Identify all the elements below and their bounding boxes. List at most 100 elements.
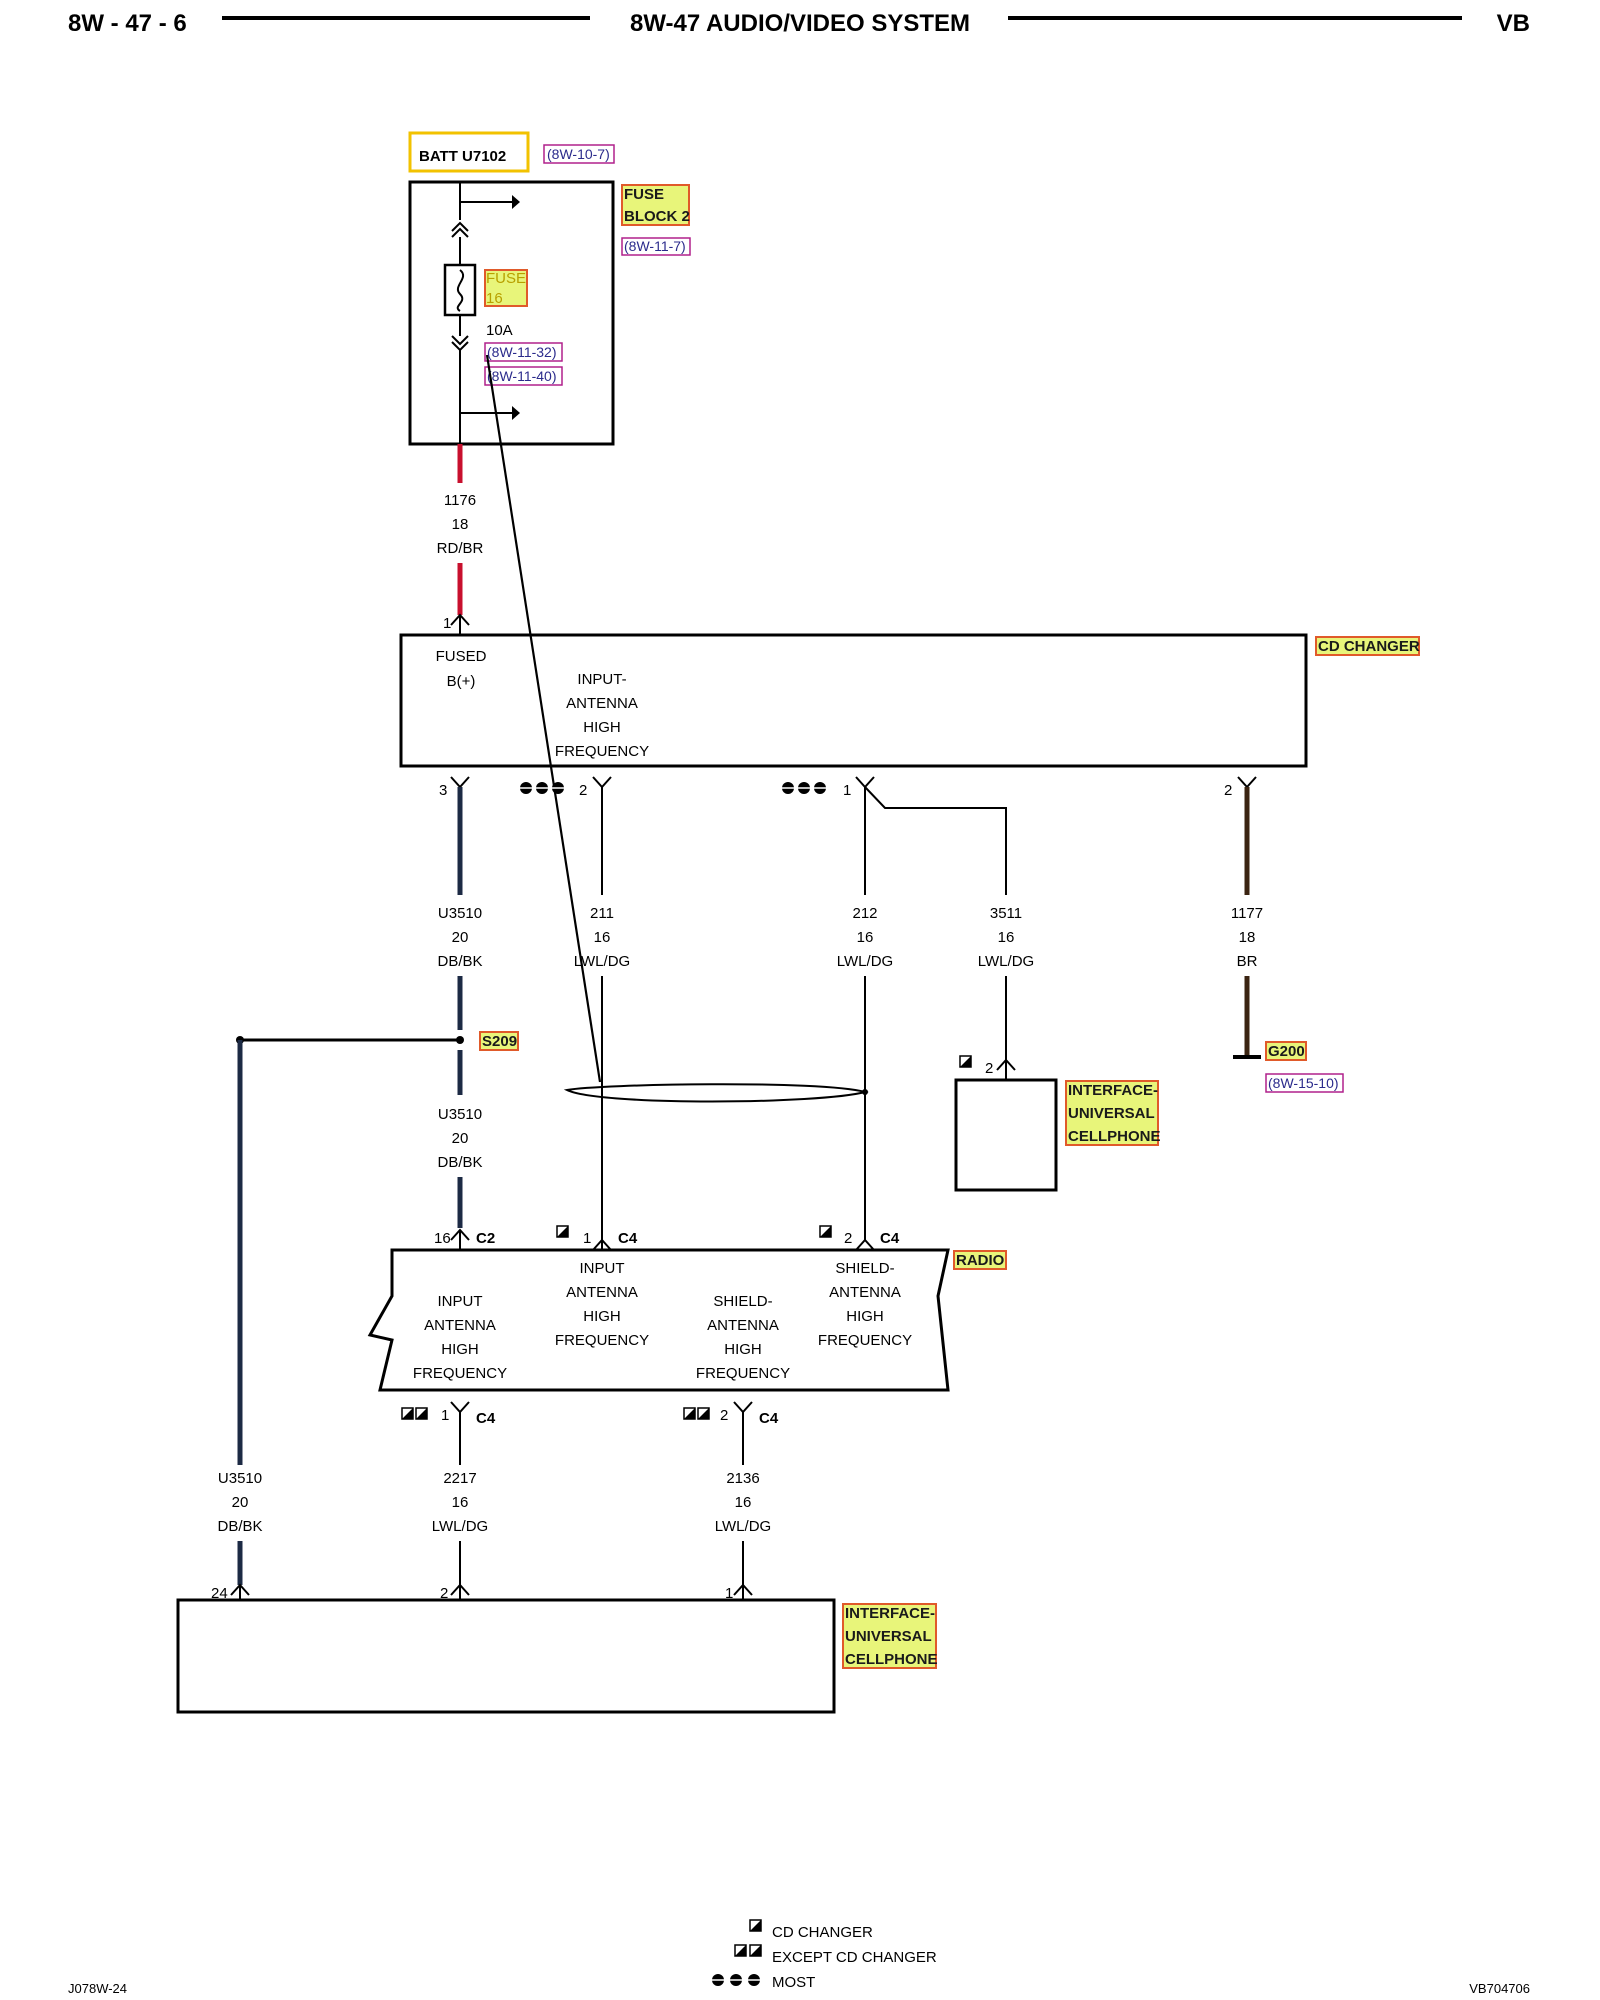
radio-col2-line4: FREQUENCY	[555, 1332, 649, 1349]
iface-big-label-box	[842, 1603, 937, 1669]
radio-bot-c4-connector-1	[450, 1401, 470, 1414]
fuse-block-ref-link[interactable]: (8W-11-7)	[624, 238, 686, 254]
radio-col3-line1: SHIELD-	[713, 1293, 772, 1310]
batt-ref-link[interactable]: (8W-10-7)	[547, 146, 610, 162]
fuse-ref1-link[interactable]: (8W-11-32)	[487, 344, 557, 360]
radio-col2-line2: ANTENNA	[566, 1284, 638, 1301]
wire-2217-color: LWL/DG	[432, 1518, 488, 1535]
ground-ref-link[interactable]: (8W-15-10)	[1268, 1075, 1339, 1091]
radio-conn-c4b: C4	[880, 1230, 900, 1247]
wire-211-gauge: 16	[594, 929, 611, 946]
radio-col1-line4: FREQUENCY	[413, 1365, 507, 1382]
iface-big-box	[176, 1598, 836, 1714]
cd-changer-symbol-radio-b	[819, 1225, 832, 1238]
connector-chevron-1	[451, 227, 469, 238]
wire-1177-color: BR	[1237, 953, 1258, 970]
radio-bot-conn-2: C4	[759, 1410, 779, 1427]
iface-big-pin-1: 1	[725, 1585, 733, 1602]
page-title: 8W-47 AUDIO/VIDEO SYSTEM	[630, 10, 970, 37]
fuse-rating: 10A	[486, 322, 513, 339]
cd-changer-box	[399, 633, 1308, 768]
wire-211-circuit: 211	[590, 905, 614, 922]
wire-3511-gauge: 16	[998, 929, 1015, 946]
wire-212-color: LWL/DG	[837, 953, 893, 970]
legend-except-cd-icon	[734, 1944, 762, 1957]
wire-1176-circuit: 1176	[444, 492, 476, 509]
wire-212-gauge: 16	[857, 929, 874, 946]
radio-col2-line3: HIGH	[583, 1308, 621, 1325]
radio-col4-line3: HIGH	[846, 1308, 884, 1325]
cd-pin3-connector	[450, 776, 470, 789]
wire-2217-gauge: 16	[452, 1494, 469, 1511]
batt-ref-box[interactable]	[543, 144, 615, 164]
legend-cd-changer: CD CHANGER	[772, 1924, 873, 1941]
wire-211-color: LWL/DG	[574, 953, 630, 970]
radio-col1-line1: INPUT	[438, 1293, 483, 1310]
connector-chevron-2	[451, 221, 469, 232]
radio-label-box	[953, 1250, 1007, 1270]
most-symbol-cd-a	[520, 782, 564, 794]
fuse-element-icon	[456, 269, 465, 312]
shield-drain-line	[485, 354, 602, 1083]
radio-conn-c2: C2	[476, 1230, 495, 1247]
wire-u3510-left-circuit: U3510	[218, 1470, 262, 1487]
wire-u3510-gauge: 20	[452, 929, 469, 946]
ground-ref-box[interactable]	[1265, 1073, 1344, 1093]
radio-col1: INPUT ANTENNA HIGH FREQUENCY	[413, 1293, 507, 1382]
wire-u3510-circuit: U3510	[438, 905, 482, 922]
fuse-block-box	[408, 180, 615, 446]
radio-pin-16: 16	[434, 1230, 451, 1247]
radio-col4-line1: SHIELD-	[835, 1260, 894, 1277]
legend-most-icon	[712, 1974, 760, 1986]
arrow-head-top	[512, 195, 520, 209]
iface-big-line2: UNIVERSAL	[845, 1628, 932, 1645]
wire-u3510-upper-label: U3510 20 DB/BK	[437, 905, 482, 970]
fuse-icon	[443, 263, 477, 317]
footer-left-code: J078W-24	[68, 1981, 127, 1996]
wire-1176-color: RD/BR	[437, 540, 484, 557]
wire-1176-gauge: 18	[452, 516, 469, 533]
wire-212-circuit: 212	[852, 905, 877, 922]
wire-u3510-lower-circuit: U3510	[438, 1106, 482, 1123]
radio-bot-pin-2: 2	[720, 1407, 728, 1424]
wire-3511-circuit: 3511	[990, 905, 1022, 922]
cd-input-line4: FREQUENCY	[555, 743, 649, 760]
iface-big-pin-2: 2	[440, 1585, 448, 1602]
iface-big-pin-24: 24	[211, 1585, 228, 1602]
iface-small-line1: INTERFACE-	[1068, 1082, 1158, 1099]
batt-label: BATT U7102	[419, 148, 506, 165]
batt-label-box	[408, 131, 530, 173]
radio-col4-line2: ANTENNA	[829, 1284, 901, 1301]
cd-changer-pin-top: 1	[443, 615, 451, 632]
wire-u3510-lower-gauge: 20	[452, 1130, 469, 1147]
cd-input-line3: HIGH	[583, 719, 621, 736]
cd-changer-symbol-small-iface	[959, 1055, 972, 1068]
legend-except-cd: EXCEPT CD CHANGER	[772, 1949, 937, 1966]
wire-u3510-left-gauge: 20	[232, 1494, 249, 1511]
wire-3511-branch	[864, 786, 1007, 895]
radio-bot-pin-1: 1	[441, 1407, 449, 1424]
wire-1177-gauge: 18	[1239, 929, 1256, 946]
fuse-label-line1: FUSE	[486, 270, 526, 287]
cd-pin1-connector	[855, 776, 875, 789]
radio-label: RADIO	[956, 1252, 1005, 1269]
footer-right-code: VB704706	[1469, 1981, 1530, 1996]
cd-changer-label: CD CHANGER	[1318, 638, 1420, 655]
most-symbol-cd-b	[782, 782, 826, 794]
fuse-block-ref-box[interactable]	[621, 237, 691, 256]
fuse-ref2-link[interactable]: (8W-11-40)	[487, 368, 557, 384]
cd-changer-label-box	[1315, 636, 1420, 656]
fuse-block-label-line2: BLOCK 2	[624, 208, 690, 225]
wire-2136-color: LWL/DG	[715, 1518, 771, 1535]
radio-pin-2: 2	[844, 1230, 852, 1247]
except-cd-symbol-radio-b	[683, 1407, 710, 1420]
iface-big-line1: INTERFACE-	[845, 1605, 935, 1622]
arrow-head-bottom	[512, 406, 520, 420]
wire-2217-circuit: 2217	[443, 1470, 476, 1487]
wire-u3510-lower-color: DB/BK	[437, 1154, 482, 1171]
wire-2136-circuit: 2136	[726, 1470, 759, 1487]
fuse-ref2-box[interactable]	[484, 366, 563, 386]
fuse-ref1-box[interactable]	[484, 342, 563, 362]
twisted-pair-shield	[563, 1083, 869, 1103]
